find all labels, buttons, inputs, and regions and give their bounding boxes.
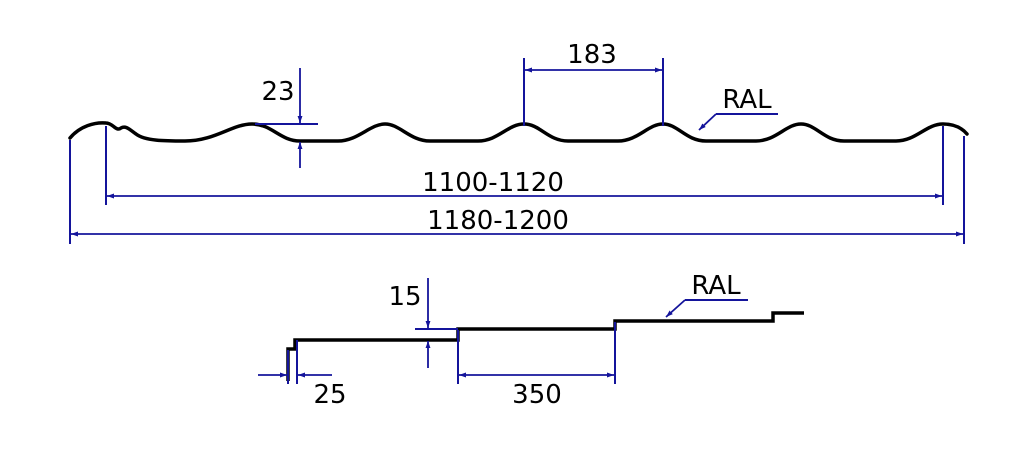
- wave-height-label: 23: [261, 77, 294, 107]
- ral-leader-arrow: [698, 113, 717, 131]
- step-profile-line: [286, 311, 804, 381]
- edge-label: 25: [313, 380, 346, 410]
- working-width-label: 1100-1120: [422, 168, 564, 198]
- top-ral-label: RAL: [722, 85, 772, 115]
- wave-profile-view: 183 23 RAL 1100-1120 1180-1200: [68, 40, 969, 244]
- bottom-ral-arrow: [665, 299, 686, 318]
- step-profile-view: 15 25 350 RAL: [258, 271, 804, 410]
- wave-pitch-label: 183: [567, 40, 617, 70]
- step-height-label: 15: [388, 282, 421, 312]
- wave-profile-line: [68, 121, 969, 143]
- bottom-ral-label: RAL: [691, 271, 741, 301]
- step-length-label: 350: [512, 380, 562, 410]
- total-width-label: 1180-1200: [427, 206, 569, 236]
